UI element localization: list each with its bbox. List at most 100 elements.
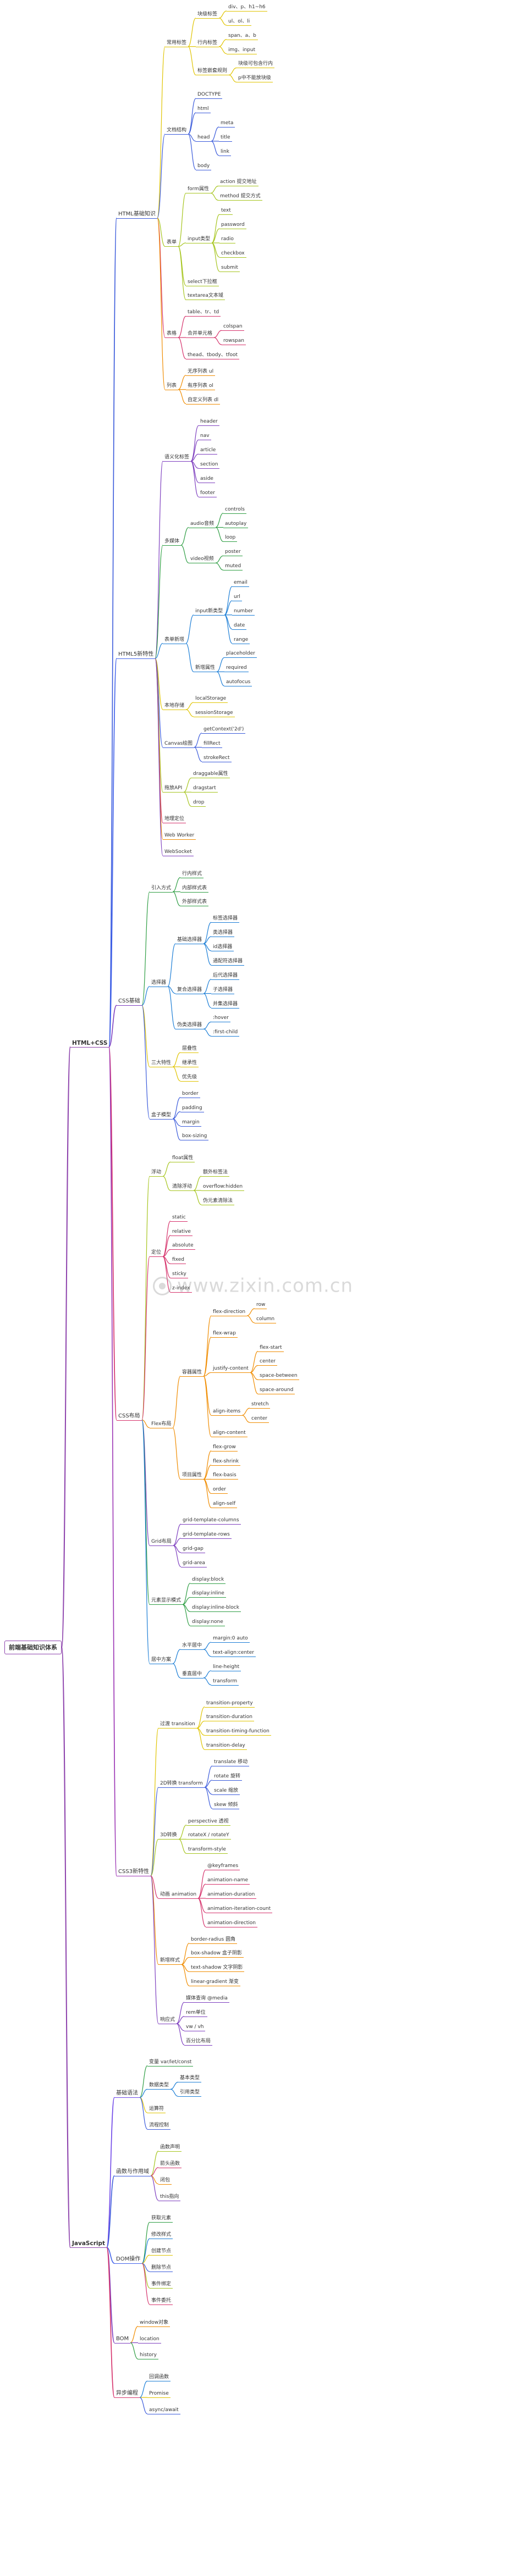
- branch-connector: [197, 1883, 206, 1899]
- branch-connector: [193, 1190, 202, 1205]
- leaf-topic: relative: [170, 1228, 193, 1236]
- leaf-topic: p中不能放块级: [237, 75, 273, 83]
- subtopic: 选择器: [150, 979, 168, 987]
- leaf-topic: url: [232, 594, 242, 601]
- leaf-topic: flex-wrap: [211, 1330, 238, 1338]
- leaf-topic: 创建节点: [150, 2248, 173, 2256]
- leaf-topic: span、a、b: [227, 32, 258, 40]
- leaf-topic: this指向: [158, 2193, 181, 2201]
- branch-connector: [203, 1464, 212, 1480]
- subtopic: 拖放API: [163, 785, 184, 793]
- branch-connector: [141, 891, 150, 1006]
- branch-connector: [188, 112, 196, 135]
- branch-connector: [190, 461, 199, 469]
- leaf-topic: transform-style: [186, 1846, 228, 1854]
- branch-connector: [188, 98, 196, 135]
- leaf-topic: text: [219, 207, 233, 215]
- branch-connector: [178, 1838, 187, 1854]
- branch-connector: [157, 218, 166, 390]
- leaf-topic: header: [199, 418, 219, 426]
- leaf-topic: 通配符选择器: [211, 958, 245, 966]
- branch-connector: [155, 658, 163, 840]
- branch-connector: [150, 1727, 159, 1876]
- leaf-topic: article: [199, 447, 218, 455]
- branch-connector: [203, 1670, 212, 1678]
- leaf-topic: controls: [223, 506, 246, 514]
- leaf-topic: range: [232, 636, 250, 644]
- subtopic: 垂直居中: [180, 1671, 204, 1678]
- watermark: www.zixin.com.cn: [0, 1274, 506, 1297]
- branch-topic: HTML基础知识: [117, 211, 157, 219]
- leaf-topic: 伪元素清除法: [201, 1198, 235, 1205]
- branch-connector: [194, 747, 202, 762]
- leaf-topic: center: [250, 1415, 269, 1423]
- subtopic: 表单新增: [163, 636, 186, 644]
- leaf-topic: 子选择器: [211, 987, 235, 994]
- subtopic: 文档结构: [165, 127, 189, 135]
- branch-connector: [150, 2175, 159, 2185]
- leaf-topic: rotateX / rotateY: [186, 1832, 231, 1840]
- subtopic: 列表: [165, 383, 179, 390]
- branch-connector: [141, 2263, 150, 2272]
- leaf-topic: title: [219, 134, 232, 142]
- leaf-topic: img、input: [227, 47, 257, 54]
- branch-connector: [150, 1875, 159, 1899]
- leaf-topic: column: [255, 1316, 277, 1323]
- subtopic: 本地存储: [163, 702, 186, 710]
- subtopic: input新类型: [194, 608, 225, 616]
- subtopic: head: [196, 134, 212, 142]
- leaf-topic: stretch: [250, 1401, 271, 1409]
- branch-connector: [188, 134, 196, 142]
- branch-connector: [188, 46, 196, 76]
- branch-connector: [215, 562, 224, 570]
- leaf-topic: vw / vh: [184, 2024, 206, 2031]
- branch-connector: [185, 614, 194, 644]
- branch-connector: [190, 453, 199, 462]
- leaf-topic: 百分比布局: [184, 2038, 213, 2046]
- branch-connector: [197, 1898, 206, 1927]
- branch-connector: [141, 1005, 150, 1120]
- branch-connector: [218, 10, 227, 19]
- branch-connector: [196, 1727, 205, 1750]
- subtopic: 伪类选择器: [175, 1022, 204, 1030]
- leaf-topic: 并集选择器: [211, 1001, 240, 1009]
- branch-connector: [178, 246, 186, 286]
- branch-connector: [173, 1524, 182, 1546]
- branch-topic: 基础语法: [114, 2090, 140, 2098]
- branch-connector: [183, 791, 192, 807]
- branch-connector: [155, 658, 163, 793]
- leaf-topic: sticky: [170, 1271, 188, 1279]
- branch-connector: [155, 461, 163, 659]
- subtopic: 动画 animation: [158, 1891, 199, 1899]
- leaf-topic: space-around: [258, 1387, 295, 1395]
- leaf-topic: margin:0 auto: [211, 1635, 250, 1643]
- subtopic: audio音频: [189, 520, 216, 528]
- leaf-topic: order: [211, 1486, 228, 1494]
- leaf-topic: 有序列表 ol: [186, 383, 215, 390]
- branch-connector: [141, 1419, 150, 1546]
- branch-connector: [162, 1249, 171, 1257]
- branch-connector: [213, 337, 222, 345]
- leaf-topic: placeholder: [224, 650, 257, 658]
- branch-connector: [162, 1256, 171, 1293]
- branch-connector: [204, 1787, 213, 1795]
- leaf-topic: select下拉框: [186, 279, 219, 286]
- leaf-topic: 事件委托: [150, 2297, 173, 2305]
- leaf-topic: skew 倾斜: [212, 1802, 240, 1809]
- branch-connector: [141, 1419, 150, 1664]
- leaf-topic: flex-start: [258, 1344, 284, 1352]
- branch-connector: [210, 185, 219, 194]
- leaf-topic: float属性: [170, 1155, 195, 1163]
- branch-connector: [181, 1942, 190, 1965]
- branch-connector: [194, 733, 202, 748]
- leaf-topic: 优先级: [180, 1074, 199, 1082]
- leaf-topic: 删除节点: [150, 2264, 173, 2272]
- leaf-topic: transition-timing-function: [205, 1728, 271, 1736]
- branch-connector: [139, 2397, 148, 2414]
- leaf-topic: 变量 var/let/const: [147, 2059, 194, 2067]
- branch-connector: [216, 671, 225, 686]
- branch-connector: [172, 891, 181, 907]
- subtopic: Flex布局: [150, 1421, 173, 1428]
- leaf-topic: transition-duration: [205, 1714, 254, 1722]
